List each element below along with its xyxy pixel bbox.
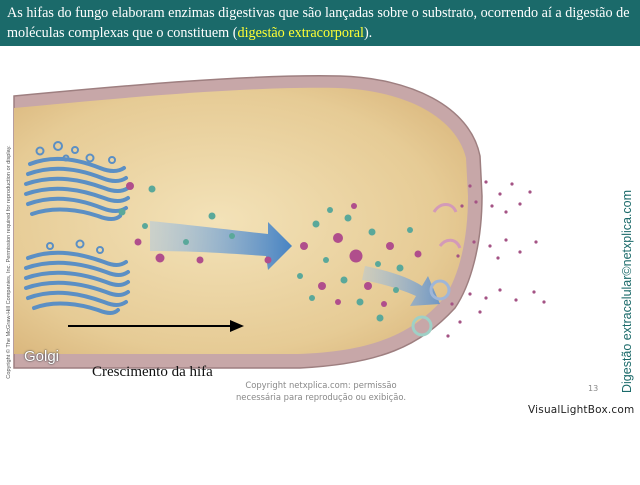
secretion-arrow bbox=[150, 221, 292, 270]
header-highlight: digestão extracorporal bbox=[237, 25, 364, 41]
membrane-arrow bbox=[362, 266, 440, 306]
enzyme-vesicles bbox=[118, 182, 422, 322]
golgi-label: Golgi bbox=[24, 348, 60, 365]
page-number: 13 bbox=[588, 384, 599, 393]
growth-caption: Crescimento da hifa bbox=[92, 364, 213, 380]
golgi-stack-lower bbox=[24, 239, 130, 315]
footer-copyright: Copyright netxplica.com: permissão neces… bbox=[236, 380, 406, 402]
hypha-diagram: Golgi Copyright © The McGraw-Hill Compan… bbox=[0, 46, 640, 480]
header-text-end: ). bbox=[363, 25, 373, 41]
watermark-link[interactable]: VisualLightBox.com bbox=[528, 404, 635, 416]
exocytosis-sites bbox=[411, 203, 462, 337]
released-molecules bbox=[446, 180, 546, 338]
header-text: As hifas do fungo elaboram enzimas diges… bbox=[7, 5, 630, 41]
cell-cytoplasm bbox=[14, 87, 468, 355]
hypha-illustration bbox=[13, 75, 546, 369]
header-banner: As hifas do fungo elaboram enzimas diges… bbox=[0, 0, 640, 46]
growth-arrow-head bbox=[230, 320, 244, 332]
